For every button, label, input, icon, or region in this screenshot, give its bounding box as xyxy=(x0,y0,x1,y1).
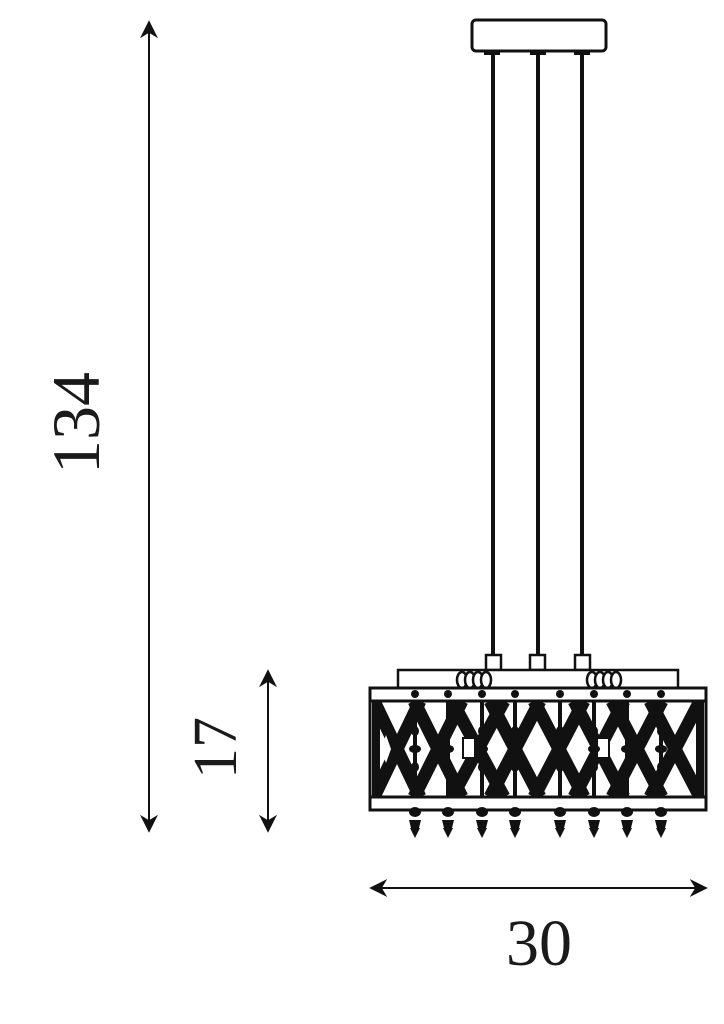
crystal-pendant xyxy=(588,690,600,838)
suspension-rods xyxy=(491,54,584,656)
shade-top-band xyxy=(368,686,708,703)
ceiling-canopy xyxy=(470,18,608,55)
rod-connectors xyxy=(484,653,592,672)
dimension-label-shade-height: 17 xyxy=(182,717,250,779)
ring-cluster-left xyxy=(455,670,493,690)
dimension-label-total-height: 134 xyxy=(38,372,114,474)
crystal-pendant xyxy=(554,690,566,838)
crystal-strands xyxy=(409,690,667,838)
crystal-pendant xyxy=(655,690,667,838)
crystal-pendant xyxy=(476,690,488,838)
crystal-pendant xyxy=(621,690,633,838)
crystal-pendant xyxy=(442,690,454,838)
crystal-pendant xyxy=(509,690,521,838)
crystal-pendant xyxy=(409,690,421,838)
top-mounting-plate xyxy=(396,668,680,690)
dimension-label-width: 30 xyxy=(506,907,572,980)
ring-cluster-right xyxy=(585,670,623,690)
shade-bottom-band xyxy=(368,795,708,812)
